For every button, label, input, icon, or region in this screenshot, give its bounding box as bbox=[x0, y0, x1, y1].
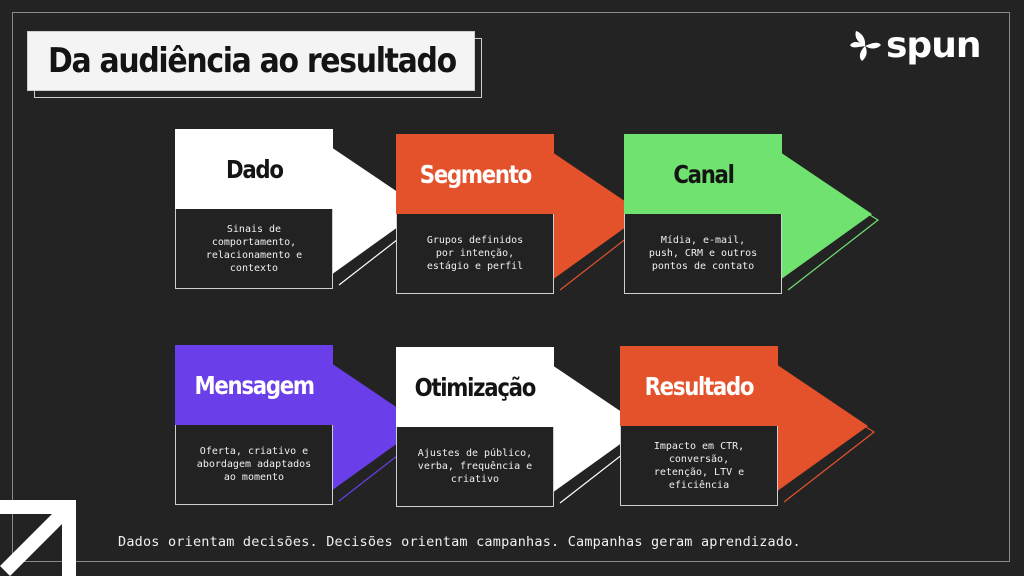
stage-label: Otimização bbox=[414, 372, 537, 402]
stage-description: Ajustes de público, verba, frequência e … bbox=[417, 448, 533, 485]
stage-description: Mídia, e-mail, push, CRM e outros pontos… bbox=[648, 235, 758, 272]
slide-frame bbox=[12, 12, 1010, 562]
stage-header: Canal bbox=[624, 134, 782, 214]
arrow-6 bbox=[776, 364, 868, 492]
arrow-5 bbox=[552, 365, 644, 493]
stage-label: Resultado bbox=[644, 371, 755, 401]
stage-description: Sinais de comportamento, relacionamento … bbox=[205, 223, 303, 274]
stage-description: Grupos definidos por intenção, estágio e… bbox=[426, 235, 524, 272]
stage-label: Mensagem bbox=[194, 370, 315, 400]
stage-description-box: Impacto em CTR, conversão, retenção, LTV… bbox=[620, 426, 778, 506]
stage-description-box: Ajustes de público, verba, frequência e … bbox=[396, 427, 554, 507]
corner-arrow-icon bbox=[0, 500, 76, 576]
footer-tagline: Dados orientam decisões. Decisões orient… bbox=[118, 534, 801, 550]
spun-logo: spun bbox=[848, 25, 981, 66]
stage-label: Segmento bbox=[419, 159, 531, 189]
arrow-3 bbox=[780, 152, 872, 280]
stage-description: Impacto em CTR, conversão, retenção, LTV… bbox=[653, 440, 745, 491]
stage-description-box: Oferta, criativo e abordagem adaptados a… bbox=[175, 425, 333, 505]
title-box: Da audiência ao resultado bbox=[27, 31, 475, 91]
stage-description-box: Mídia, e-mail, push, CRM e outros pontos… bbox=[624, 214, 782, 294]
stage-header: Resultado bbox=[620, 346, 778, 426]
stage-header: Mensagem bbox=[175, 345, 333, 425]
stage-label: Dado bbox=[225, 154, 284, 184]
arrow-1 bbox=[331, 147, 423, 275]
stage-description-box: Grupos definidos por intenção, estágio e… bbox=[396, 214, 554, 294]
arrow-4 bbox=[331, 363, 423, 491]
stage-header: Dado bbox=[175, 129, 333, 209]
arrow-2 bbox=[552, 152, 644, 280]
page-title: Da audiência ao resultado bbox=[48, 41, 457, 81]
logo-text: spun bbox=[886, 25, 981, 66]
stage-header: Segmento bbox=[396, 134, 554, 214]
spun-leaf-icon bbox=[850, 31, 881, 61]
stage-header: Otimização bbox=[396, 347, 554, 427]
stage-label: Canal bbox=[672, 159, 735, 189]
stage-description: Oferta, criativo e abordagem adaptados a… bbox=[196, 446, 312, 483]
stage-description-box: Sinais de comportamento, relacionamento … bbox=[175, 209, 333, 289]
